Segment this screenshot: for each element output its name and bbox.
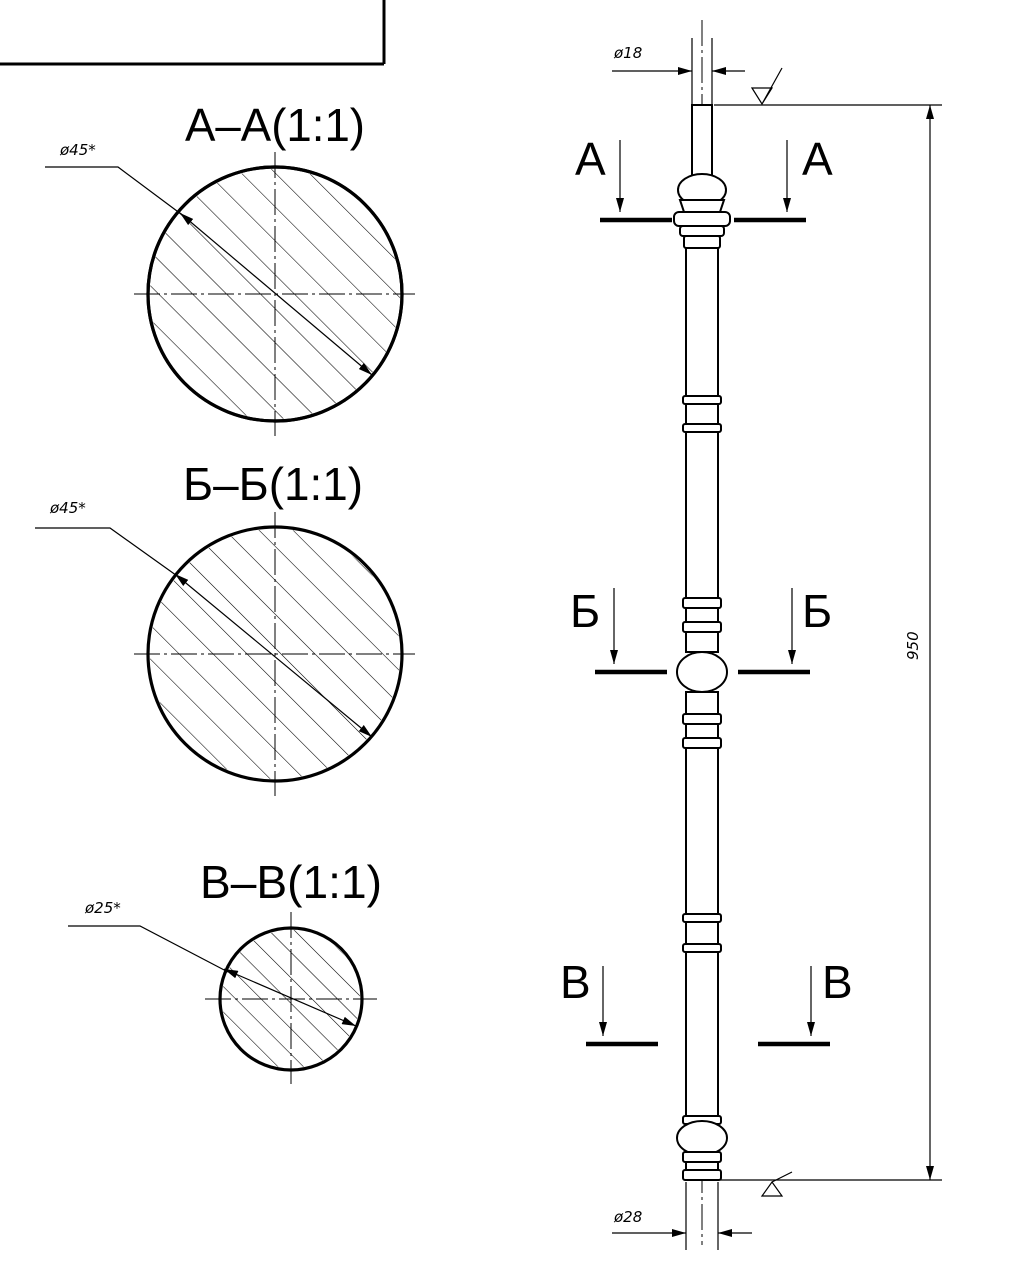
bottom-diameter-label: ø28: [613, 1208, 642, 1226]
section-bb: Б–Б(1:1) ø45*: [35, 458, 415, 796]
length-label: 950: [904, 631, 922, 660]
cut-v-right-letter: В: [822, 956, 853, 1008]
section-vv-leader: [68, 925, 229, 973]
baluster-shaft-2: [685, 403, 719, 425]
top-diameter-label: ø18: [613, 44, 642, 62]
baluster-shaft-1: [685, 247, 719, 397]
baluster-shaft-3: [685, 431, 719, 599]
section-bb-leader: [35, 527, 181, 579]
cut-v-left-letter: В: [560, 956, 591, 1008]
baluster-mid-band-1: [682, 597, 722, 609]
cut-a-right-letter: А: [802, 133, 833, 185]
baluster-base-ring-2: [685, 1161, 719, 1171]
baluster-band-2: [682, 423, 722, 433]
section-aa-diameter-dim: [179, 212, 373, 376]
bottom-diameter-dimension: ø28: [612, 1182, 752, 1250]
cut-b-left-letter: Б: [570, 585, 600, 637]
baluster-shaft-4: [685, 747, 719, 915]
section-bb-diameter-label: ø45*: [49, 499, 86, 517]
section-vv: В–В(1:1) ø25*: [68, 856, 382, 1084]
baluster-band-1: [682, 395, 722, 405]
baluster-top-pin: [691, 104, 713, 178]
section-vv-diameter-dim: [223, 968, 357, 1027]
baluster-mid-band-4: [682, 737, 722, 749]
cut-plane-b: Б Б: [570, 585, 832, 675]
baluster-band-5: [682, 913, 722, 923]
baluster-mid-band-3: [682, 713, 722, 725]
baluster-bottom-knob: [676, 1120, 728, 1156]
baluster-mid-neck-1: [685, 607, 719, 623]
baluster-mid-neck-2: [685, 631, 719, 653]
cut-b-right-letter: Б: [802, 585, 832, 637]
top-diameter-dimension: ø18: [612, 38, 745, 104]
top-surface-mark: [750, 67, 783, 106]
section-aa-diameter-label: ø45*: [59, 141, 96, 159]
baluster-top-ring-2: [679, 225, 725, 237]
baluster-mid-band-2: [682, 621, 722, 633]
section-aa-leader: [45, 166, 186, 218]
bottom-surface-mark: [760, 1171, 793, 1197]
section-bb-title: Б–Б(1:1): [183, 458, 363, 510]
baluster-top-neck: [683, 235, 721, 249]
baluster-shaft-6: [685, 951, 719, 1117]
baluster-view: [673, 20, 731, 1245]
section-aa: А–А(1:1) ø45*: [45, 99, 415, 436]
section-vv-diameter-label: ø25*: [84, 899, 121, 917]
baluster-band-6: [682, 943, 722, 953]
baluster-top-ring: [673, 211, 731, 227]
baluster-base-ring-1: [682, 1151, 722, 1163]
cut-a-left-letter: А: [575, 133, 606, 185]
cut-plane-v: В В: [560, 956, 853, 1047]
baluster-mid-neck-4: [685, 723, 719, 739]
section-aa-title: А–А(1:1): [185, 99, 365, 151]
baluster-mid-knob: [676, 651, 728, 693]
length-dimension: 950: [714, 67, 942, 1197]
cut-plane-a: А А: [575, 133, 833, 223]
baluster-base-ring-3: [682, 1169, 722, 1181]
baluster-mid-neck-3: [685, 691, 719, 715]
section-bb-diameter-dim: [174, 573, 373, 738]
baluster-shaft-5: [685, 921, 719, 945]
baluster-top-collar: [678, 199, 726, 213]
title-block-frame: [0, 0, 386, 66]
section-vv-title: В–В(1:1): [200, 856, 382, 908]
